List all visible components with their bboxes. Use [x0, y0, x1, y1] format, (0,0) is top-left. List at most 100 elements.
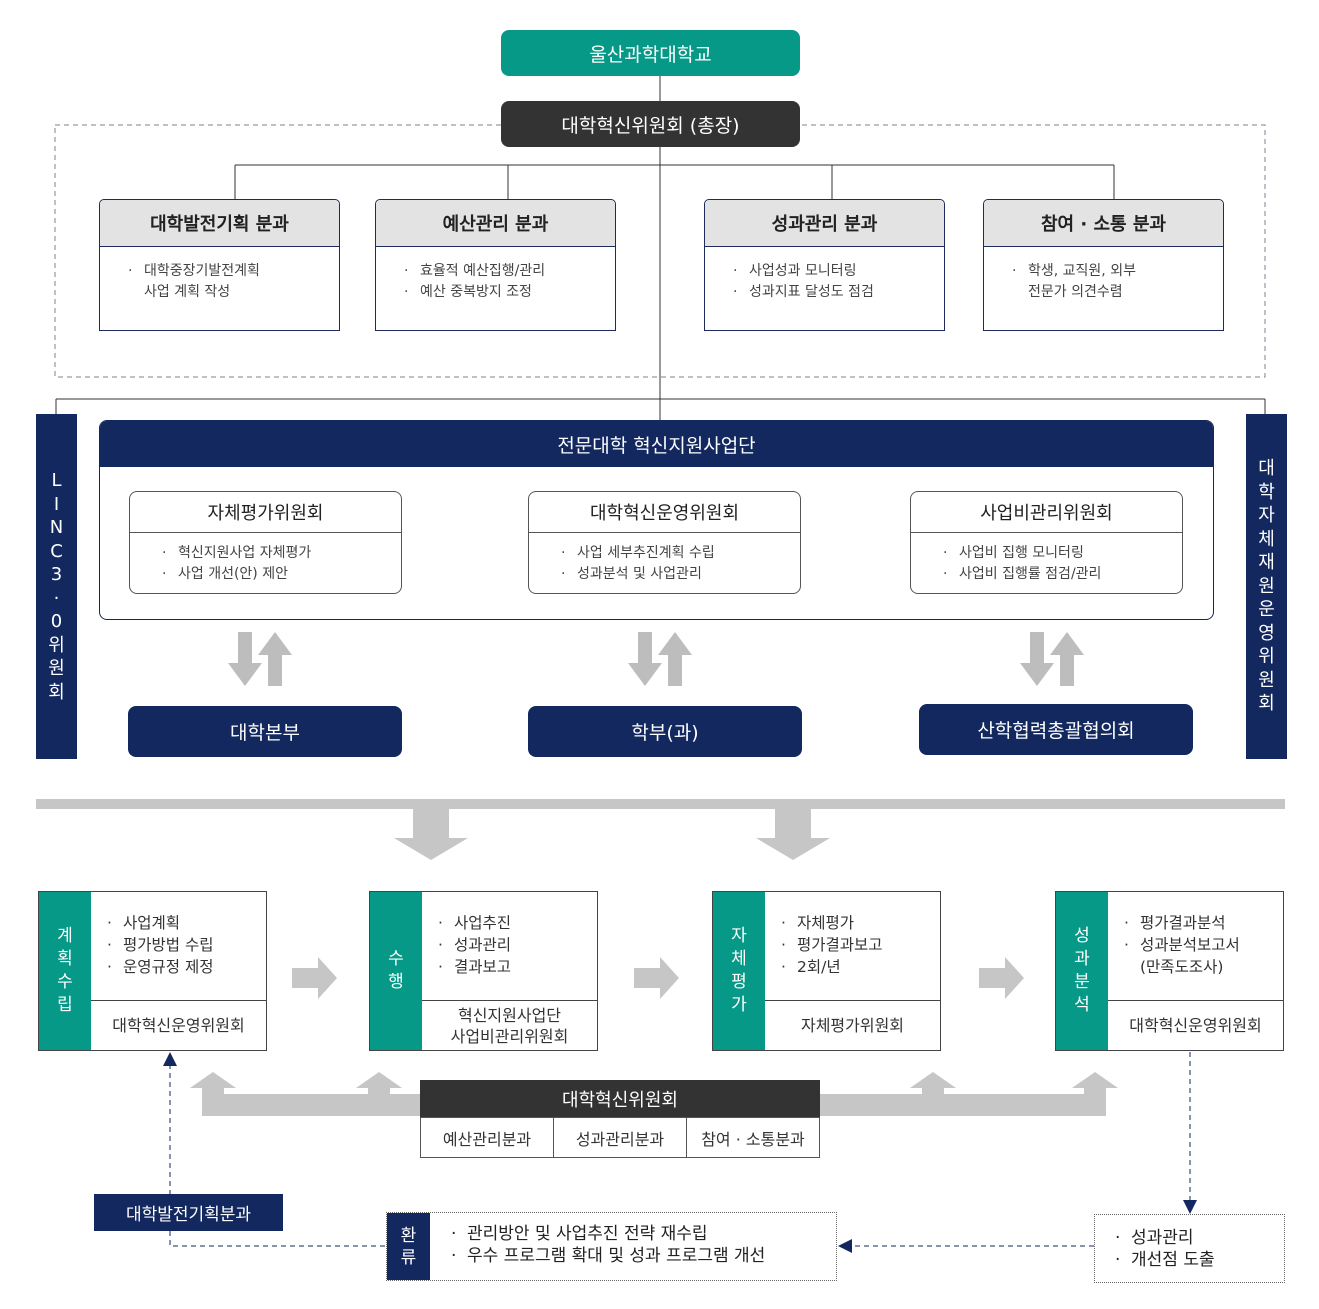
- subcommittee-performance: 성과관리 분과 사업성과 모니터링 성과지표 달성도 점검: [704, 199, 945, 331]
- innovation-committee-box: 대학혁신위원회 (총장): [501, 101, 800, 147]
- tag-char: 석: [1074, 995, 1090, 1015]
- outcome-box: 성과관리 개선점 도출: [1094, 1214, 1285, 1283]
- tag-char: 과: [1074, 949, 1090, 969]
- subcommittee-item: 효율적 예산집행/관리: [404, 261, 603, 282]
- university-label: 울산과학대학교: [589, 43, 712, 66]
- division-budget: 예산관리분과: [420, 1117, 554, 1158]
- double-arrow-1: [228, 632, 292, 686]
- linc-committee-column: L I N C 3 · 0 위 원 회: [36, 414, 77, 759]
- side-char: L: [51, 470, 62, 491]
- tag-char: 획: [57, 949, 73, 969]
- unit-label: 대학본부: [230, 722, 300, 744]
- side-char: 회: [48, 681, 65, 703]
- program-title: 전문대학 혁신지원사업단: [100, 421, 1213, 467]
- university-box: 울산과학대학교: [501, 30, 800, 76]
- phase-item: 운영규정 제정: [107, 956, 258, 978]
- arrow-up-navy: [163, 1052, 177, 1066]
- committee-item: 사업 세부추진계획 수립: [561, 543, 790, 564]
- side-char: 재: [1258, 552, 1275, 574]
- phase-item: 평가방법 수립: [107, 934, 258, 956]
- feedback-tag: 환 류: [387, 1213, 430, 1280]
- side-char: I: [53, 493, 60, 515]
- subcommittee-title: 대학발전기획 분과: [100, 200, 339, 247]
- committee-item: 혁신지원사업 자체평가: [162, 543, 391, 564]
- feedback-item: 관리방안 및 사업추진 전략 재수립: [451, 1223, 831, 1245]
- phase-tag: 자 체 평 가: [713, 892, 765, 1050]
- phase-item: 평가결과분석: [1124, 912, 1275, 934]
- phase-footer: 대학혁신운영위원회: [91, 1000, 266, 1050]
- side-char: 영: [1258, 622, 1275, 644]
- subcommittee-item: 학생, 교직원, 외부 전문가 의견수렴: [1012, 261, 1211, 303]
- phase-item: 사업추진: [438, 912, 589, 934]
- side-char: ·: [53, 587, 60, 609]
- arrow-left-navy: [838, 1239, 852, 1253]
- planning-division-box: 대학발전기획분과: [94, 1194, 283, 1231]
- phase-execution: 수 행 사업추진 성과관리 결과보고 혁신지원사업단 사업비관리위원회: [369, 891, 598, 1051]
- phase-tag: 수 행: [370, 892, 422, 1050]
- tag-char: 가: [731, 995, 747, 1015]
- separator-bar: [36, 799, 1285, 809]
- committee-title: 대학혁신운영위원회: [529, 492, 800, 533]
- unit-industry-council: 산학협력총괄협의회: [919, 704, 1193, 755]
- tag-char: 류: [400, 1247, 417, 1268]
- phase-performance-analysis: 성 과 분 석 평가결과분석 성과분석보고서 (만족도조사) 대학혁신운영위원회: [1055, 891, 1284, 1051]
- tag-char: 행: [388, 972, 404, 992]
- subcommittee-item: 사업성과 모니터링: [733, 261, 932, 282]
- phase-footer: 대학혁신운영위원회: [1108, 1000, 1283, 1050]
- phase-item: 2회/년: [781, 956, 932, 978]
- tag-char: 자: [731, 926, 747, 946]
- side-char: 3: [50, 564, 63, 585]
- committee-item: 사업비 집행 모니터링: [943, 543, 1172, 564]
- subcommittee-item: 예산 중복방지 조정: [404, 282, 603, 303]
- unit-departments: 학부(과): [528, 706, 802, 757]
- tag-char: 립: [57, 995, 73, 1015]
- committee-item: 사업 개선(안) 제안: [162, 564, 391, 585]
- tag-char: 수: [57, 972, 73, 992]
- side-char: 원: [1258, 669, 1275, 691]
- self-fund-committee-column: 대 학 자 체 재 원 운 영 위 원 회: [1246, 414, 1287, 759]
- subcommittee-item: 성과지표 달성도 점검: [733, 282, 932, 303]
- committee-title: 자체평가위원회: [130, 492, 401, 533]
- phase-item: 평가결과보고: [781, 934, 932, 956]
- planning-division-label: 대학발전기획분과: [125, 1205, 252, 1225]
- double-arrow-2: [628, 632, 692, 686]
- phase-item: 사업계획: [107, 912, 258, 934]
- down-arrow-1: [394, 809, 468, 860]
- committee-item: 성과분석 및 사업관리: [561, 564, 790, 585]
- subcommittee-title: 성과관리 분과: [705, 200, 944, 247]
- tag-char: 수: [388, 949, 404, 969]
- self-evaluation-committee: 자체평가위원회 혁신지원사업 자체평가 사업 개선(안) 제안: [129, 491, 402, 594]
- side-char: C: [50, 540, 63, 562]
- bottom-committee-header: 대학혁신위원회: [420, 1080, 820, 1117]
- subcommittee-budget: 예산관리 분과 효율적 예산집행/관리 예산 중복방지 조정: [375, 199, 616, 331]
- innovation-operation-committee: 대학혁신운영위원회 사업 세부추진계획 수립 성과분석 및 사업관리: [528, 491, 801, 594]
- unit-headquarters: 대학본부: [128, 706, 402, 757]
- subcommittee-participation: 참여 · 소통 분과 학생, 교직원, 외부 전문가 의견수렴: [983, 199, 1224, 331]
- side-char: 회: [1258, 693, 1275, 715]
- side-char: 운: [1258, 599, 1275, 621]
- phase-self-evaluation: 자 체 평 가 자체평가 평가결과보고 2회/년 자체평가위원회: [712, 891, 941, 1051]
- budget-management-committee: 사업비관리위원회 사업비 집행 모니터링 사업비 집행률 점검/관리: [910, 491, 1183, 594]
- innovation-committee-label: 대학혁신위원회 (총장): [561, 114, 740, 137]
- phase-arrow-3: [979, 957, 1024, 999]
- phase-tag: 계 획 수 립: [39, 892, 91, 1050]
- phase-planning: 계 획 수 립 사업계획 평가방법 수립 운영규정 제정 대학혁신운영위원회: [38, 891, 267, 1051]
- side-char: 위: [48, 634, 65, 656]
- side-char: N: [49, 517, 64, 538]
- phase-footer: 혁신지원사업단 사업비관리위원회: [422, 1000, 597, 1050]
- tag-char: 성: [1074, 926, 1090, 946]
- side-char: 체: [1258, 528, 1275, 550]
- feedback-gray-arrows: [190, 1072, 1118, 1116]
- unit-label: 산학협력총괄협의회: [977, 720, 1135, 742]
- committee-item: 사업비 집행률 점검/관리: [943, 564, 1172, 585]
- dashed-flow-lines: [169, 1052, 1191, 1247]
- side-char: 원: [48, 658, 65, 679]
- double-arrow-3: [1020, 632, 1084, 686]
- tag-char: 계: [57, 926, 73, 946]
- side-char: 원: [1258, 575, 1275, 597]
- committee-title: 사업비관리위원회: [911, 492, 1182, 533]
- subcommittee-item: 대학중장기발전계획 사업 계획 작성: [128, 261, 327, 303]
- phase-item: 자체평가: [781, 912, 932, 934]
- arrow-down-navy: [1183, 1200, 1197, 1214]
- subcommittee-planning: 대학발전기획 분과 대학중장기발전계획 사업 계획 작성: [99, 199, 340, 331]
